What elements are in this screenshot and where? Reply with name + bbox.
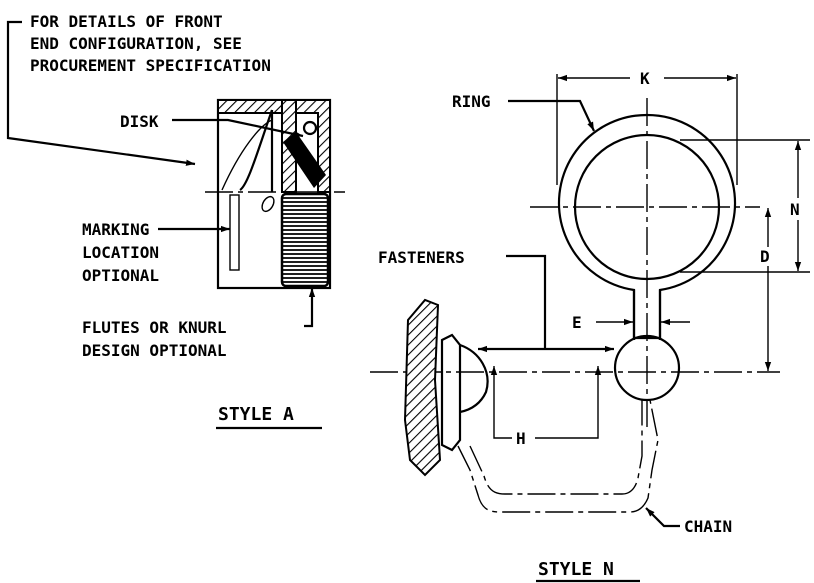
flutes-label-2: DESIGN OPTIONAL <box>82 341 227 360</box>
ring-outer <box>557 113 737 340</box>
chain-inner <box>469 400 643 495</box>
left-fastener-section <box>403 298 442 477</box>
marking-slot <box>229 194 240 271</box>
style-n-caption: STYLE N <box>538 559 614 580</box>
detent-ball <box>302 120 318 136</box>
flutes-label-1: FLUTES OR KNURL <box>82 318 227 337</box>
marking-label-1: MARKING <box>82 220 149 239</box>
note-leader <box>6 20 196 166</box>
fastener-plate <box>440 333 462 452</box>
marking-label-2: LOCATION <box>82 243 159 262</box>
marking-label-3: OPTIONAL <box>82 266 159 285</box>
disk-label: DISK <box>120 112 159 131</box>
h-arrow-left <box>490 366 512 439</box>
style-a-caption: STYLE A <box>218 404 294 425</box>
dim-k-label: K <box>640 69 650 88</box>
dim-h-label: H <box>516 429 526 448</box>
dim-n-label: N <box>790 200 800 219</box>
pin-hole <box>261 195 275 213</box>
dim-d-label: D <box>760 247 770 266</box>
disk-leader <box>172 118 304 138</box>
note-line-3: PROCUREMENT SPECIFICATION <box>30 56 271 75</box>
style-a-view: FOR DETAILS OF FRONT END CONFIGURATION, … <box>6 12 345 430</box>
style-n-view: K N D E RING FASTENERS H <box>370 69 810 583</box>
flutes-leader <box>304 288 316 328</box>
h-arrow-right <box>535 366 602 439</box>
disk-part <box>283 132 326 188</box>
fasteners-leader <box>506 254 547 349</box>
fasteners-label: FASTENERS <box>378 248 465 267</box>
chain-label: CHAIN <box>684 517 732 536</box>
fastener-dome <box>459 343 489 414</box>
ring-label: RING <box>452 92 491 111</box>
chain-leader <box>645 507 680 528</box>
note-line-1: FOR DETAILS OF FRONT <box>30 12 223 31</box>
dim-e-label: E <box>572 313 582 332</box>
insert-arc <box>221 119 273 191</box>
ring-leader <box>508 99 595 132</box>
knurl-band <box>280 192 330 288</box>
chain-outer <box>457 399 659 513</box>
note-line-2: END CONFIGURATION, SEE <box>30 34 242 53</box>
